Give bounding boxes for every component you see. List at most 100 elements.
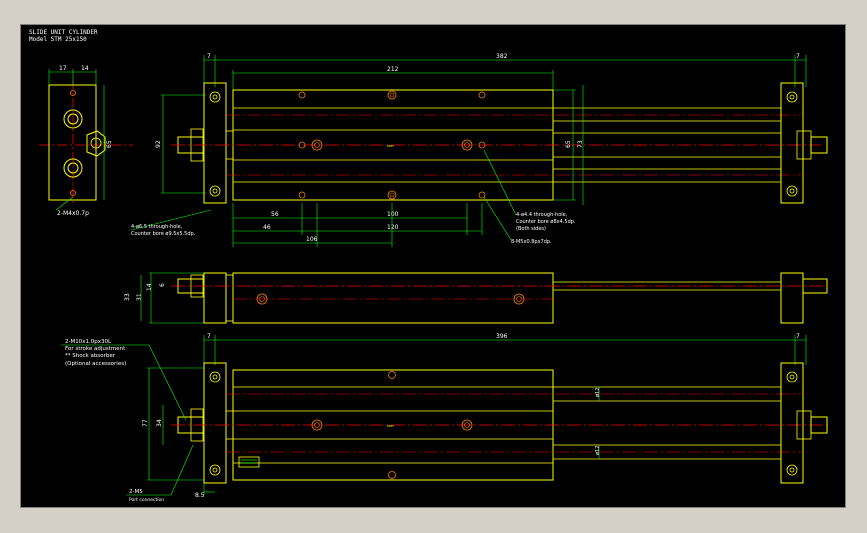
dim-side-view-h2: 31 [136,293,143,301]
dim-total-bottom: 396 [496,333,508,340]
dim-inner-h: 65 [565,140,572,148]
drawing-stroke [209,91,221,103]
note-through-hole-2: Counter bore ø9.5x5.5dp. [131,231,196,237]
drawing-stroke [789,467,795,473]
drawing-stroke [789,374,795,380]
drawing-stroke [63,109,83,129]
dim-120: 120 [387,224,399,231]
note-thru-r2: Counter bore ø8x4.5dp. [516,219,576,225]
drawing-stroke [786,185,798,197]
drawing-stroke [212,374,218,380]
dim-side-view-h1: 33 [124,293,131,301]
drawing-stroke [67,113,79,125]
dim-side-h: 65 [106,140,113,148]
drawing-stroke [130,209,212,231]
dim-right-gap: 7 [796,53,800,60]
drawing-stroke [464,422,470,428]
dim-46: 46 [263,224,271,231]
dim-8-5: 8.5 [195,492,205,499]
side-left-plate [203,272,227,324]
dim-left-gap: 7 [207,53,211,60]
side-right-plate [780,272,804,324]
note-thru-r3: (Both sides) [516,226,546,232]
drawing-stroke [314,142,320,148]
drawing-stroke [298,191,306,199]
note-stroke-4: (Optional accessories) [65,361,126,367]
drawing-stroke [311,419,323,431]
drawing-stroke [70,190,76,196]
cad-drawing: 17 14 65 2-M4x0.7p 7 382 7 [39,53,831,503]
dim-outer-h: 73 [577,140,584,148]
drawing-stroke [789,188,795,194]
drawing-stroke [314,422,320,428]
note-stroke-1: 2-M10x1.0px30L [65,339,112,345]
drawing-stroke [212,94,218,100]
drawing-stroke [789,94,795,100]
drawing-stroke [387,190,397,200]
dim-56: 56 [271,211,279,218]
drawing-stroke [478,91,486,99]
note-stroke-3: ** Shock absorber [65,353,116,359]
label-smh-bottom: SMH [387,424,394,428]
left-end-plate [203,82,227,204]
nameplate [238,456,260,468]
dim-height-left: 92 [155,140,162,148]
drawing-stroke [298,91,306,99]
drawing-stroke [209,464,221,476]
drawing-stroke [786,371,798,383]
dim-total-top: 382 [496,53,508,60]
drawing-canvas[interactable]: SLIDE UNIT CYLINDER Model STM 25x150 [20,24,846,508]
drawing-stroke [63,158,83,178]
drawing-stroke [311,139,323,151]
dim-bottom-right-gap: 7 [796,333,800,340]
dim-side-w1: 17 [59,65,67,72]
dim-side-w2: 14 [81,65,89,72]
note-port-2: Port connection [129,497,164,503]
drawing-stroke [298,141,306,149]
drawing-stroke [90,137,102,149]
drawing-stroke [209,371,221,383]
note-through-hole-1: 4-ø6.5 through-hole, [131,224,183,230]
drawing-stroke [55,196,74,211]
drawing-stroke [464,142,470,148]
label-smh-top: SMH [387,144,394,148]
drawing-stroke [388,371,396,379]
side-view: 33 31 14 6 [124,272,831,324]
end-view: 17 14 65 2-M4x0.7p [39,65,133,217]
dim-rod-dia1: ø12 [595,388,601,397]
top-view: 7 382 7 212 92 [130,53,828,247]
drawing-stroke [170,444,194,496]
drawing-stroke [478,141,486,149]
drawing-stroke [483,149,517,216]
drawing-model: Model STM 25x150 [29,36,87,43]
note-m4: 2-M4x0.7p [57,210,89,217]
bottom-right-plate [780,362,804,484]
drawing-stroke [67,162,79,174]
drawing-stroke [387,90,397,100]
drawing-stroke [810,416,828,434]
drawing-stroke [478,191,486,199]
dim-bottom-h1: 77 [142,419,149,427]
note-m5: 8-M5x0.8px7dp. [511,239,552,245]
drawing-stroke [389,92,395,98]
drawing-stroke [461,419,473,431]
drawing-stroke [388,471,396,479]
drawing-stroke [212,467,218,473]
note-stroke-2: For stroke adjustment [65,346,126,352]
drawing-stroke [389,192,395,198]
drawing-stroke [461,139,473,151]
drawing-stroke [148,344,187,421]
bottom-view: 7 396 7 77 34 [61,333,831,503]
hex-nut [86,130,106,157]
end-view-block [48,84,97,201]
right-end-plate [780,82,804,204]
drawing-stroke [786,91,798,103]
drawing-title: SLIDE UNIT CYLINDER [29,29,98,36]
dim-bottom-h2: 34 [156,419,163,427]
drawing-stroke [70,90,76,96]
note-thru-r1: 4-ø4.4 through-hole, [516,212,568,218]
drawing-stroke [483,196,512,241]
drawing-stroke [212,188,218,194]
dim-body-len: 212 [387,66,399,73]
